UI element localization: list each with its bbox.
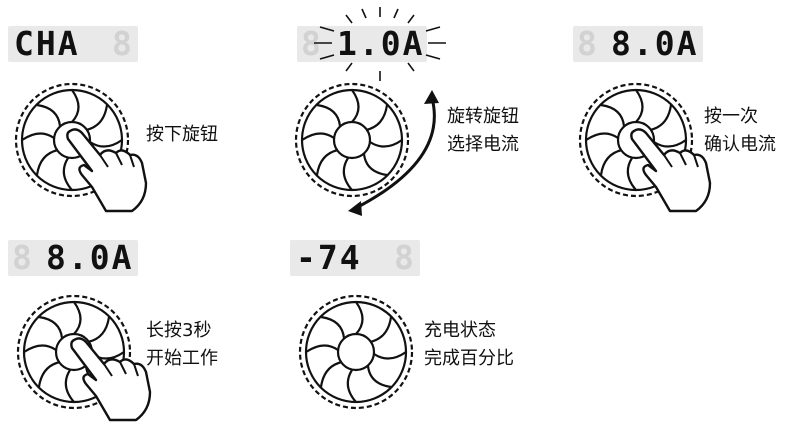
pressing-hand-icon <box>630 128 712 213</box>
led-text-1: CHA <box>14 24 80 63</box>
pressing-hand-icon <box>70 337 152 422</box>
blink-rays-icon <box>314 7 446 81</box>
led-text-3: 8.0A <box>611 24 699 63</box>
step-2-label-line-1: 旋转旋钮 <box>447 106 519 127</box>
led-ghost-digit: 8 <box>577 24 599 63</box>
led-text-2: 1.0A <box>337 24 425 63</box>
knob-icon <box>298 294 414 410</box>
led-ghost-digit: 8 <box>12 238 34 277</box>
led-ghost-digit: 8 <box>112 24 134 63</box>
step-3-label-line-2: 确认电流 <box>704 134 776 155</box>
step-4-label-line-1: 长按3秒 <box>146 320 212 341</box>
led-ghost-digit: 8 <box>301 24 323 63</box>
step-1-label-line-1: 按下旋钮 <box>146 124 218 145</box>
pressing-hand-icon <box>66 128 148 213</box>
rotate-arrow-icon <box>348 90 439 216</box>
led-text-5: -74 <box>296 238 362 277</box>
knob-icon <box>294 82 410 198</box>
led-display-3: 8 8.0A <box>573 26 703 62</box>
step-4-label-line-2: 开始工作 <box>146 348 218 369</box>
step-2-label-line-2: 选择电流 <box>447 134 519 155</box>
knob-icon <box>16 294 132 410</box>
knob-icon <box>14 82 130 198</box>
led-display-2: 8 1.0A <box>297 26 427 62</box>
step-5-label-line-1: 充电状态 <box>424 320 496 341</box>
step-3-label-line-1: 按一次 <box>704 106 758 127</box>
led-ghost-digit: 8 <box>394 238 416 277</box>
step-5-label-line-2: 完成百分比 <box>424 348 514 369</box>
led-text-4: 8.0A <box>46 238 134 277</box>
led-display-5: -74 8 <box>290 240 420 276</box>
led-display-4: 8 8.0A <box>8 240 138 276</box>
led-display-1: CHA 8 <box>8 26 138 62</box>
